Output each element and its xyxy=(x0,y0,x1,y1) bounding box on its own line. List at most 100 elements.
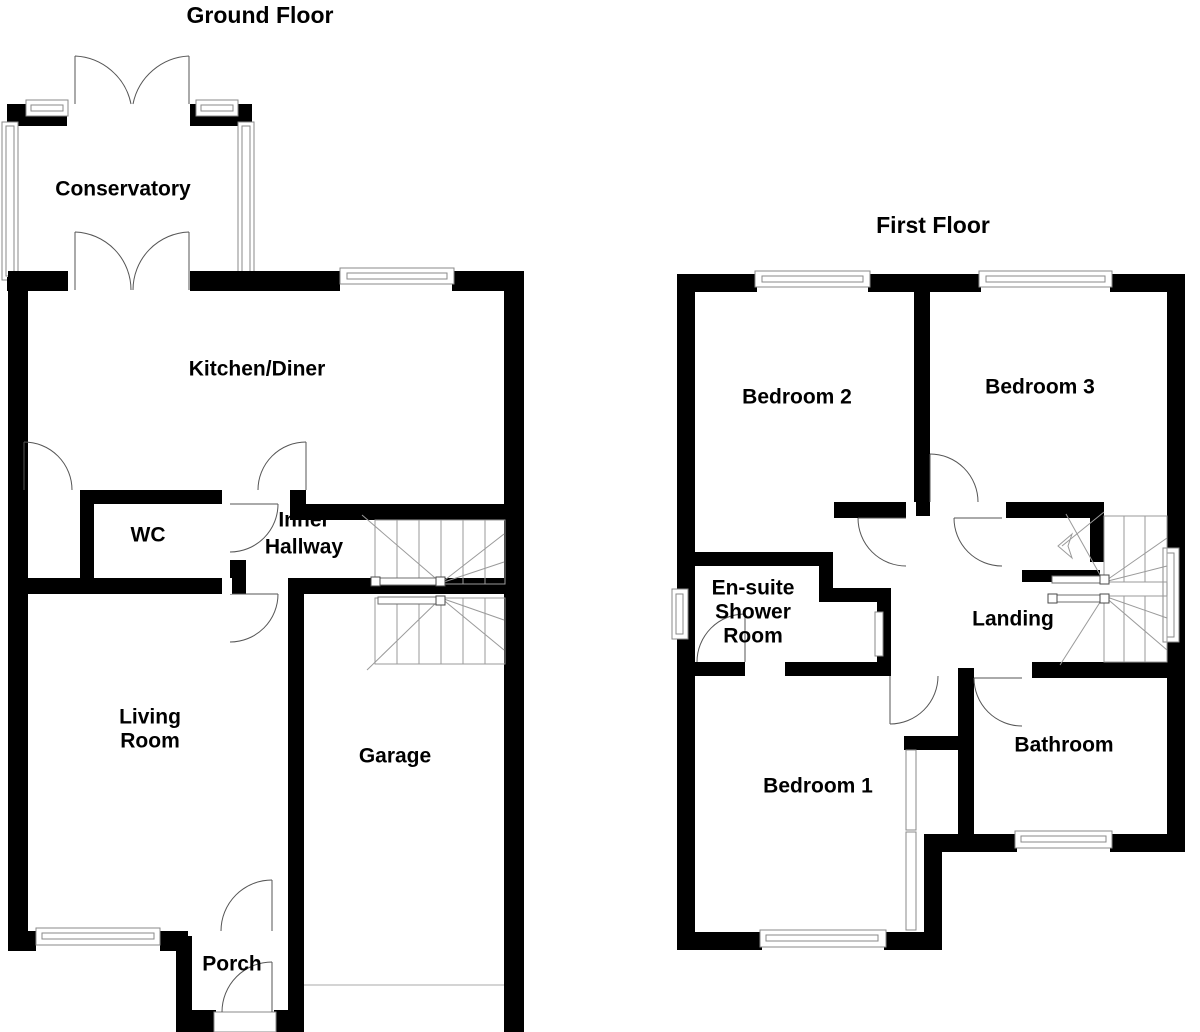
front-door[interactable] xyxy=(220,879,273,932)
ensuite-door[interactable] xyxy=(696,613,746,663)
wc-top-wall xyxy=(80,490,230,504)
bathroom-door-jamb xyxy=(1022,662,1032,678)
room-label-bedroom3: Bedroom 3 xyxy=(985,376,1095,399)
room-label-porch: Porch xyxy=(202,953,262,976)
room-label-bathroom: Bathroom xyxy=(1014,734,1113,757)
room-label-ensuite-line3: Room xyxy=(723,625,783,648)
living-room-structure: Living Room xyxy=(119,706,181,753)
first-floor-staircase xyxy=(1047,511,1168,666)
first-top-wall-a xyxy=(677,274,757,292)
ensuite-top-wall xyxy=(695,552,833,566)
bedroom3-window xyxy=(978,270,1113,288)
bedroom1-top-wall-left xyxy=(695,662,745,676)
bathroom-bottom-wall-right xyxy=(1110,834,1185,852)
room-label-ensuite-line1: En-suite xyxy=(712,577,795,600)
front-door-opening xyxy=(216,931,274,951)
bedroom1-wardrobe-doors xyxy=(905,749,917,931)
hallway-door-to-kitchen[interactable] xyxy=(257,441,307,491)
bedroom3-landing-divider xyxy=(1090,510,1104,562)
garage-structure: Garage xyxy=(304,745,504,986)
landing-door-upper[interactable] xyxy=(953,517,1003,567)
porch-entry-door[interactable] xyxy=(221,961,273,1013)
ground-floor-group: Ground Floor xyxy=(1,2,524,1032)
room-label-living-room-line1: Living xyxy=(119,706,181,729)
bedroom2-window xyxy=(754,270,871,288)
room-label-bedroom1: Bedroom 1 xyxy=(763,775,873,798)
bathroom-door[interactable] xyxy=(973,677,1023,727)
hallway-top-stub xyxy=(290,490,306,504)
stair-newel-c xyxy=(435,595,446,606)
bedroom2-bottom-wall xyxy=(834,502,916,518)
bedroom1-door[interactable] xyxy=(889,675,939,725)
kitchen-top-wall-mid xyxy=(190,271,340,291)
room-label-inner-hallway-line2: Hallway xyxy=(265,536,344,559)
conservatory-window-top-right xyxy=(195,99,239,117)
conservatory-bottom-jamb-left xyxy=(67,277,75,291)
bathroom-window xyxy=(1014,830,1113,849)
bedroom2-door[interactable] xyxy=(857,517,907,567)
ensuite-step-vertical xyxy=(819,552,833,598)
stair-newel-a xyxy=(370,576,381,587)
wc-door-opening xyxy=(222,490,232,504)
hallway-door-to-wc[interactable] xyxy=(229,503,279,553)
conservatory-bottom-jamb-right xyxy=(182,277,190,291)
room-label-garage: Garage xyxy=(359,745,431,768)
first-floor-group: First Floor xyxy=(671,212,1185,950)
first-stair-handrail-lower xyxy=(1051,594,1107,603)
bedroom1-window xyxy=(759,929,887,948)
living-door-jamb xyxy=(222,578,232,594)
bedroom1-top-wall-mid xyxy=(850,662,890,676)
kitchen-side-door-left[interactable] xyxy=(23,441,73,491)
first-stair-newel-c xyxy=(1047,593,1058,604)
ensuite-window xyxy=(671,588,689,640)
bedroom1-bottom-wall-left xyxy=(677,932,762,950)
bedroom3-door[interactable] xyxy=(929,453,979,503)
bedroom2-bedroom3-divider xyxy=(914,274,930,516)
ground-right-exterior-wall xyxy=(504,271,524,1032)
conservatory-bottom-double-door[interactable] xyxy=(74,231,190,291)
bedroom3-door-jamb xyxy=(996,502,1006,518)
first-stair-newel-b xyxy=(1099,593,1110,604)
room-label-living-room-line2: Room xyxy=(120,730,180,753)
bathroom-bottom-wall-left xyxy=(924,834,1017,852)
bedroom2-door-jamb xyxy=(906,502,916,518)
landing-window xyxy=(1162,547,1180,643)
conservatory-top-double-door[interactable] xyxy=(74,55,190,105)
room-label-ensuite-line2: Shower xyxy=(715,601,791,624)
living-room-window-front xyxy=(35,927,161,946)
porch-structure: Porch xyxy=(176,879,288,1032)
wc-left-wall xyxy=(80,490,94,578)
porch-left-wall xyxy=(176,936,192,1032)
garage-living-divider-wall xyxy=(288,578,304,1032)
room-label-inner-hallway-line1: Inner xyxy=(278,509,329,532)
stair-newel-b xyxy=(435,576,446,587)
bathroom-step-vertical-wall xyxy=(924,834,942,950)
room-label-wc: WC xyxy=(131,524,166,547)
ground-left-exterior-wall xyxy=(8,271,28,951)
bedroom1-bathroom-divider xyxy=(958,668,974,840)
bedroom1-wardrobe-top-wall xyxy=(904,736,960,750)
first-top-wall-c xyxy=(1110,274,1185,292)
room-label-bedroom2: Bedroom 2 xyxy=(742,386,852,409)
porch-outer-door-threshold xyxy=(213,1011,277,1032)
first-stair-newel-a xyxy=(1099,574,1110,585)
wc-structure: WC xyxy=(8,441,232,594)
conservatory-glazing-right xyxy=(237,121,255,281)
ensuite-internal-opening xyxy=(874,611,884,657)
room-label-kitchen-diner: Kitchen/Diner xyxy=(189,358,326,381)
conservatory-glazing-left xyxy=(1,121,19,281)
ground-floor-shell xyxy=(8,267,524,1032)
living-room-bottom-wall-left xyxy=(8,931,36,951)
bathroom-top-wall xyxy=(1022,662,1185,678)
first-stair-handrail-upper xyxy=(1051,575,1107,584)
hallway-door-to-living-room[interactable] xyxy=(229,593,279,643)
ground-floor-title: Ground Floor xyxy=(187,2,334,28)
ground-floor-staircase xyxy=(361,514,506,671)
inner-hallway-structure: Inner Hallway xyxy=(222,441,504,1032)
ensuite-step-horizontal xyxy=(819,588,891,602)
first-floor-shell xyxy=(671,270,1185,950)
hallway-left-wall-stub xyxy=(230,560,246,594)
stair-handrail-lower xyxy=(377,596,445,605)
first-floor-title: First Floor xyxy=(876,212,990,238)
